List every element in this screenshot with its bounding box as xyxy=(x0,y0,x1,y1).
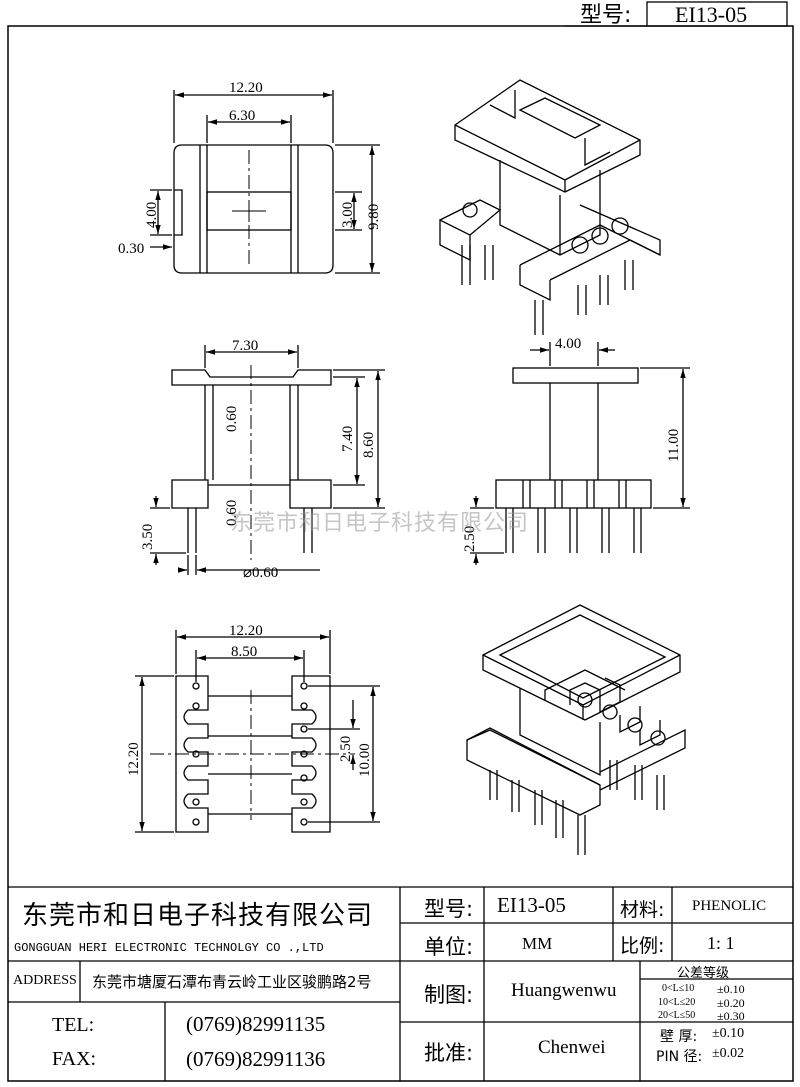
scale-label: 比例: xyxy=(620,935,665,957)
drawn-label: 制图: xyxy=(424,983,474,1007)
fax-value: (0769)82991136 xyxy=(186,1047,326,1071)
tol-value-2: ±0.20 xyxy=(717,996,745,1010)
tolerance-title: 公差等级 xyxy=(677,966,730,981)
tel-value: (0769)82991135 xyxy=(186,1012,326,1036)
dim-top-gap: 0.30 xyxy=(118,241,144,257)
approved-value: Chenwei xyxy=(538,1037,606,1058)
top-view xyxy=(150,90,380,274)
dim-front-wall-top: 0.60 xyxy=(224,406,240,432)
front-view xyxy=(150,345,385,575)
header-model-value: EI13-05 xyxy=(675,2,747,27)
model-value: EI13-05 xyxy=(497,893,566,917)
tol-value-3: ±0.30 xyxy=(717,1009,745,1023)
side-view xyxy=(470,342,690,565)
unit-label: 单位: xyxy=(424,935,474,959)
dim-side-pin-len: 2.50 xyxy=(462,526,478,552)
pin-label: PIN 径: xyxy=(656,1049,703,1065)
scale-value: 1: 1 xyxy=(707,933,735,953)
tol-range-1: 0<L≤10 xyxy=(662,983,695,994)
iso-view-top xyxy=(439,79,661,335)
watermark: 东莞市和日电子科技有限公司 xyxy=(230,511,530,536)
dim-side-height: 11.00 xyxy=(666,429,682,462)
dim-front-width: 7.30 xyxy=(232,338,258,354)
dim-front-total-h: 8.60 xyxy=(361,432,377,458)
company-name-en: GONGGUAN HERI ELECTRONIC TECHNOLGY CO .,… xyxy=(14,941,324,955)
fax-label: FAX: xyxy=(52,1048,97,1070)
company-name-cn: 东莞市和日电子科技有限公司 xyxy=(22,901,374,931)
dim-bottom-pitch-y: 2.50 xyxy=(338,736,354,762)
iso-view-bottom xyxy=(466,604,686,855)
bottom-view xyxy=(135,630,380,833)
drawn-value: Huangwenwu xyxy=(511,980,617,1001)
dim-top-left-h: 4.00 xyxy=(144,202,160,228)
dim-bottom-width: 12.20 xyxy=(229,623,263,639)
tol-value-1: ±0.10 xyxy=(717,982,745,996)
dim-top-width: 12.20 xyxy=(229,80,263,96)
title-block-grid xyxy=(8,886,793,1081)
pin-value: ±0.02 xyxy=(712,1046,745,1061)
wall-value: ±0.10 xyxy=(712,1026,745,1041)
dim-top-inner: 6.30 xyxy=(229,108,255,124)
approved-label: 批准: xyxy=(424,1041,474,1065)
dim-top-mid-h: 3.00 xyxy=(340,202,356,228)
dim-bottom-pitch-x: 8.50 xyxy=(231,644,257,660)
header-model-label: 型号: xyxy=(580,3,631,28)
unit-value: MM xyxy=(522,934,553,953)
dim-front-inner-h: 7.40 xyxy=(340,426,356,452)
tel-label: TEL: xyxy=(52,1014,95,1036)
dim-front-pin-dia: ⌀0.60 xyxy=(243,565,278,581)
dim-bottom-height: 12.20 xyxy=(126,742,142,776)
tol-range-2: 10<L≤20 xyxy=(658,997,696,1008)
model-label: 型号: xyxy=(424,897,474,921)
tol-range-3: 20<L≤50 xyxy=(658,1010,696,1021)
header-model: 型号: EI13-05 xyxy=(565,1,788,28)
material-label: 材料: xyxy=(620,899,665,921)
dim-front-wall-bottom: 0.60 xyxy=(224,500,240,526)
address-value: 东莞市塘厦石潭布青云岭工业区骏鹏路2号 xyxy=(92,973,372,991)
wall-label: 壁 厚: xyxy=(660,1029,698,1045)
dim-front-pin-len: 3.50 xyxy=(140,524,156,550)
address-label: ADDRESS xyxy=(13,973,77,988)
dim-bottom-span: 10.00 xyxy=(357,743,373,777)
dim-side-width: 4.00 xyxy=(555,336,581,352)
dim-top-right-h: 9.80 xyxy=(366,204,382,230)
material-value: PHENOLIC xyxy=(692,898,767,914)
